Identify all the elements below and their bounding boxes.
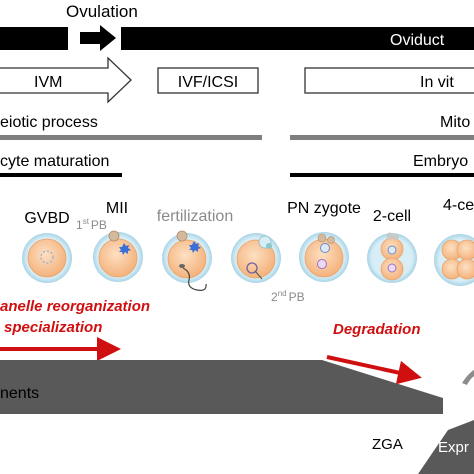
ovulation-label: Ovulation xyxy=(66,2,138,21)
fertilization-oocyte xyxy=(162,230,212,291)
organelle-reorganization-label: anelle reorganization xyxy=(0,298,150,315)
embryo-label: Embryo xyxy=(413,153,468,170)
gvbd-oocyte xyxy=(22,233,72,283)
ivf-icsi-label: IVF/ICSI xyxy=(178,74,238,91)
fertilization-label: fertilization xyxy=(157,208,233,225)
gvbd-label: GVBD xyxy=(24,210,69,227)
degradation-label: Degradation xyxy=(333,321,421,338)
ivm-label: IVM xyxy=(34,74,62,91)
degradation-red-arrow xyxy=(326,355,422,385)
four-cell-embryo xyxy=(434,234,474,286)
expression-label: Expr xyxy=(438,439,469,456)
small-gray-hook xyxy=(462,369,474,385)
meiotic-process-label: eiotic process xyxy=(0,114,98,131)
mii-label: MII xyxy=(106,200,128,217)
specialization-label: specialization xyxy=(4,319,102,336)
expression-wedge xyxy=(418,420,474,474)
ovulation-arrow xyxy=(80,25,116,51)
second-pb-oocyte xyxy=(231,233,281,283)
ivf-icsi-box xyxy=(157,67,259,94)
embryo-bar xyxy=(290,173,474,177)
sperm-tail-icon xyxy=(182,267,207,291)
mitotic-process-bar xyxy=(290,135,474,140)
mitotic-process-label: Mito xyxy=(440,114,470,131)
maternal-elements-wedge xyxy=(0,360,443,414)
mii-oocyte xyxy=(93,230,143,282)
pn-zygote-label: PN zygote xyxy=(287,200,361,217)
pre-ovulation-bar xyxy=(0,27,68,50)
two-cell-embryo xyxy=(367,232,417,283)
elements-label: nents xyxy=(0,385,39,402)
in-vitro-label: In vit xyxy=(420,74,454,91)
meiotic-process-bar xyxy=(0,135,262,140)
ivm-arrow-box xyxy=(0,56,132,104)
oviduct-label: Oviduct xyxy=(390,32,445,49)
two-cell-label: 2-cell xyxy=(373,208,411,225)
zga-label: ZGA xyxy=(372,436,403,453)
oocyte-maturation-label: cyte maturation xyxy=(0,153,109,170)
four-cell-label: 4-ce xyxy=(443,197,474,214)
oocyte-maturation-bar xyxy=(0,173,122,177)
pn-zygote-cell xyxy=(299,232,349,282)
in-vitro-box xyxy=(304,67,474,94)
oviduct-bar xyxy=(121,27,474,50)
